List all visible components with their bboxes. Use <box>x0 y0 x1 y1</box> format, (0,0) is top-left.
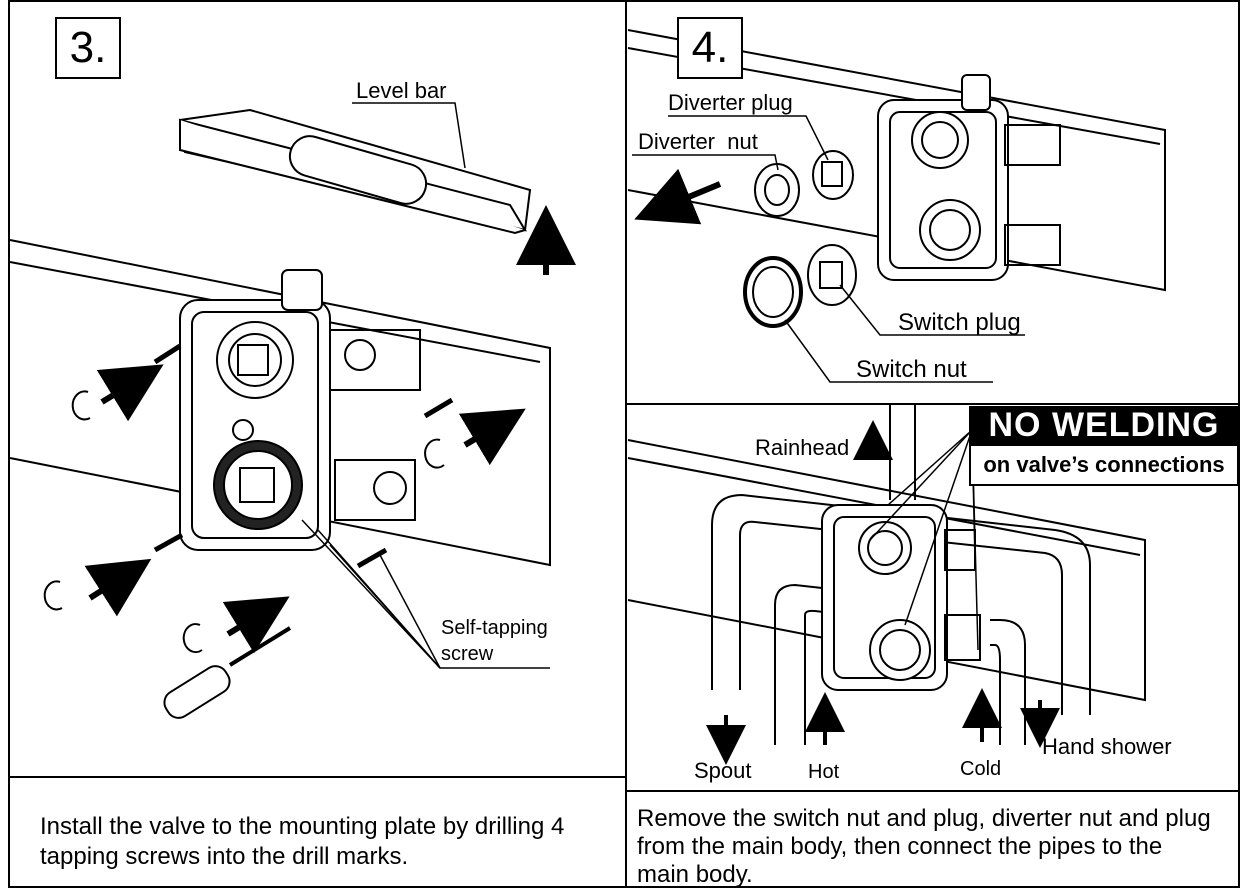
label-diverter-nut: Diverter nut <box>638 129 758 154</box>
step-3-number: 3. <box>55 17 121 79</box>
diverter-plug-icon <box>812 150 854 200</box>
label-rainhead: Rainhead <box>755 435 849 460</box>
flow-arrows-step5 <box>706 420 1060 765</box>
rotation-arrows-step3 <box>43 390 445 654</box>
label-switch-nut: Switch nut <box>856 356 967 383</box>
caption-step5-line-1: Remove the switch nut and plug, diverter… <box>637 805 1211 832</box>
removal-arrow-step4 <box>634 168 722 225</box>
step-4-number: 4. <box>677 17 743 79</box>
valve-body-step5-icon <box>821 504 981 691</box>
valve-body-step4-icon <box>877 74 1061 281</box>
label-level-bar: Level bar <box>356 78 447 103</box>
label-screw: screw <box>441 643 494 665</box>
caption-step5-line-2: from the main body, then connect the pip… <box>637 833 1163 860</box>
caption-divider-right <box>625 790 1240 792</box>
label-self-tapping: Self-tapping <box>441 617 548 639</box>
label-switch-plug: Switch plug <box>898 309 1021 336</box>
label-hot: Hot <box>808 761 840 783</box>
diverter-nut-icon <box>754 163 800 217</box>
switch-nut-icon <box>743 256 803 328</box>
label-cold: Cold <box>960 758 1001 780</box>
caption-step5-line-3: main body. <box>637 861 753 888</box>
caption-divider-left <box>8 776 627 778</box>
level-bar-icon <box>178 108 532 235</box>
screws-step3 <box>153 343 454 569</box>
panel-divider-vertical <box>625 0 627 888</box>
no-welding-title: NO WELDING <box>969 406 1239 444</box>
label-diverter-plug: Diverter plug <box>668 90 793 115</box>
screwdriver-icon <box>163 626 292 719</box>
caption-step3: Install the valve to the mounting plate … <box>40 812 610 872</box>
label-spout: Spout <box>694 758 752 783</box>
insert-arrows-step3 <box>84 205 576 654</box>
caption-step3-line-2: tapping screws into the drill marks. <box>40 843 409 870</box>
caption-step3-line-1: Install the valve to the mounting plate … <box>40 813 565 840</box>
no-welding-badge: NO WELDING on valve’s connections <box>969 406 1239 486</box>
valve-body-step3-icon <box>179 269 421 551</box>
caption-step5: Remove the switch nut and plug, diverter… <box>637 805 1237 889</box>
leader-lines-step3 <box>301 102 550 669</box>
panel-divider-right-middle <box>625 403 1240 405</box>
no-welding-subtitle: on valve’s connections <box>969 444 1239 486</box>
instruction-sheet-frame <box>8 0 1240 888</box>
label-hand-shower: Hand shower <box>1042 734 1172 759</box>
leader-lines-step4 <box>632 115 1025 383</box>
